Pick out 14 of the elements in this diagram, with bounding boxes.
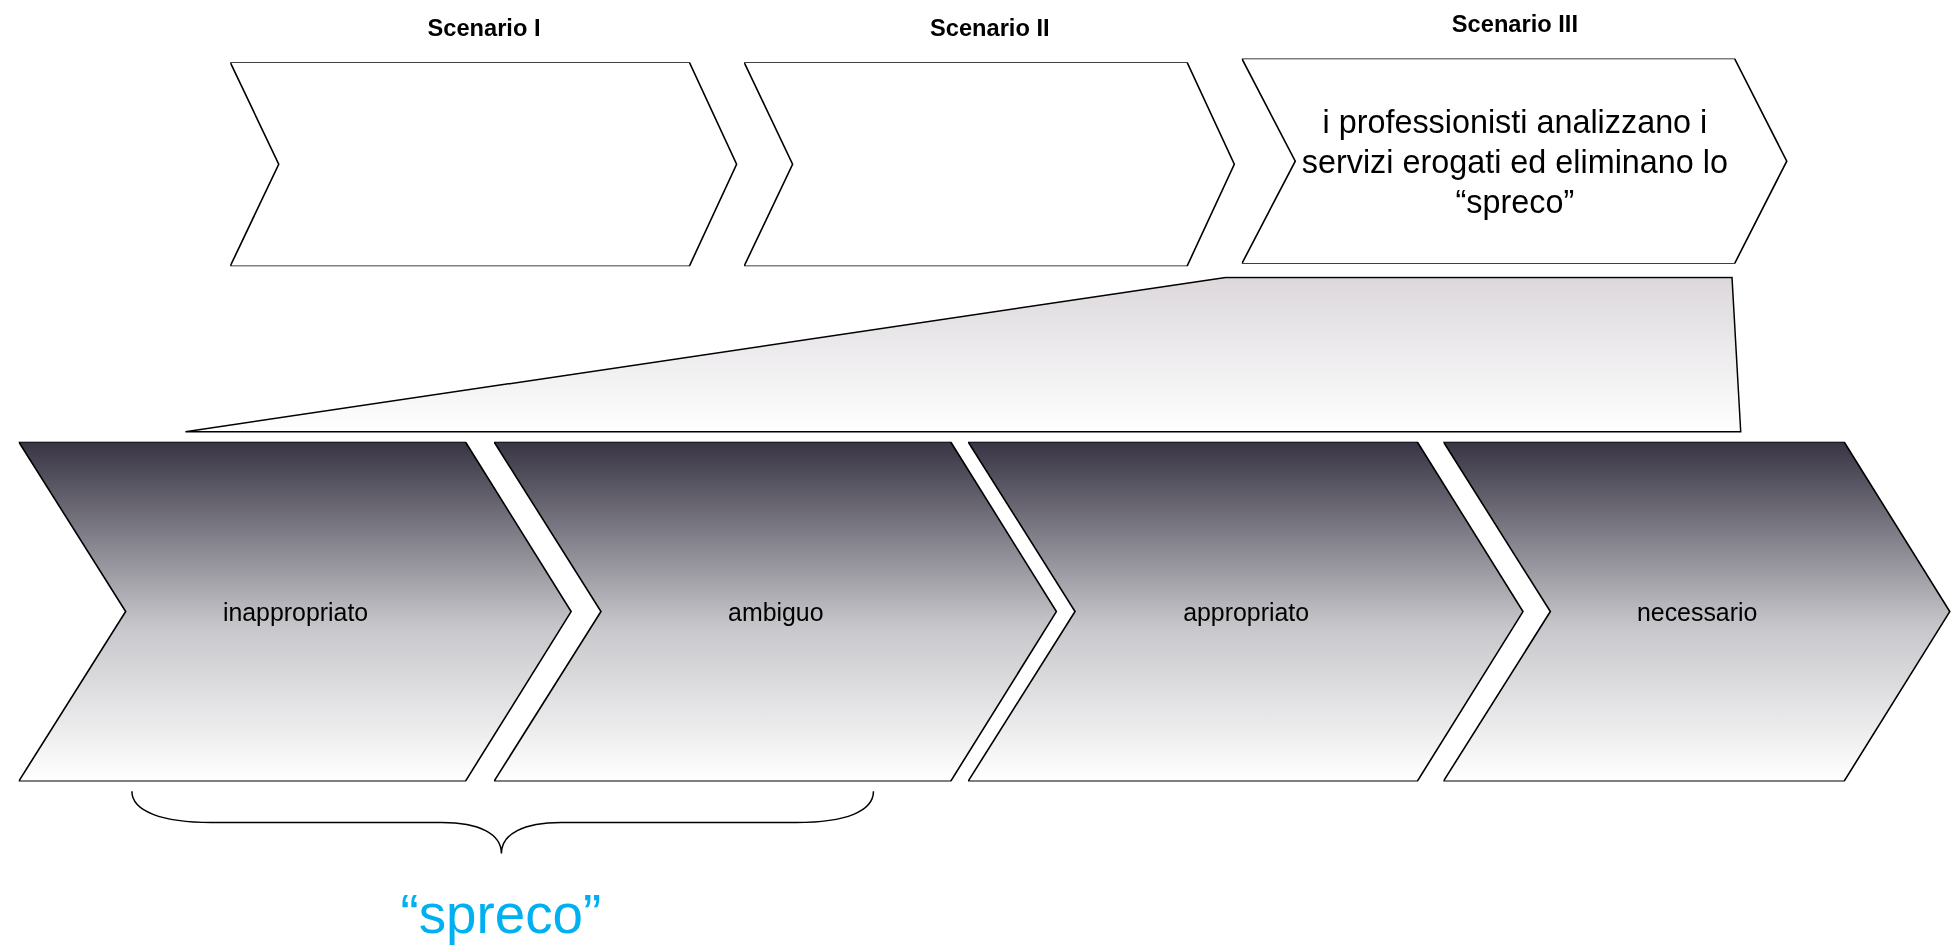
scenario-heading: Scenario III [1450,10,1579,40]
step-label: appropriato [1183,596,1310,627]
brace-caption: “spreco” [399,883,603,946]
scenario-heading: Scenario II [929,13,1051,44]
step-label: inappropriato [222,596,369,627]
step-label: necessario [1637,596,1758,627]
chevron-step [1443,441,1951,782]
chevron-step [968,441,1525,782]
description-text: i professionisti analizzano i servizi erogati ed eliminano lo “spreco” [1300,101,1729,221]
scenario-heading: Scenario I [426,13,542,44]
zoom-trapezoid [184,276,1742,433]
chevron-step [18,441,573,782]
step-label: ambiguo [728,596,824,627]
chevron-step [493,441,1058,782]
